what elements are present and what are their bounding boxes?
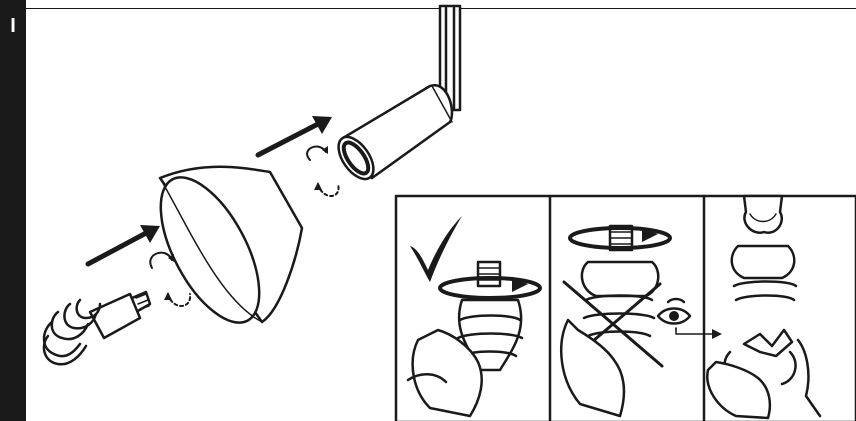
cfl-spiral-bulb (44, 292, 150, 364)
reflector-shade (141, 162, 302, 337)
insert-arrow (258, 116, 332, 155)
spotlight-head (332, 85, 452, 185)
screw-rotation-arrow (307, 146, 338, 196)
insert-arrow (88, 225, 160, 264)
